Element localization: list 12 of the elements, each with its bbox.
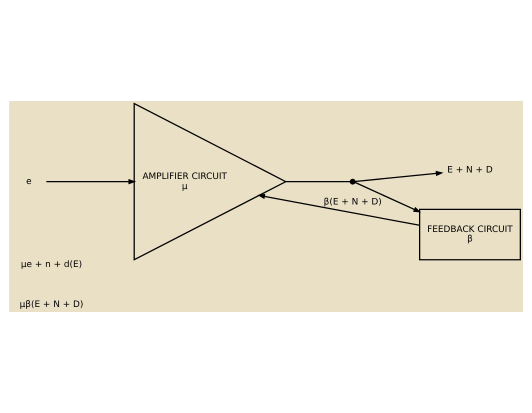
node-label: μe + n + d(E): [20, 260, 82, 270]
arrow: [354, 182, 422, 213]
arrow: [355, 170, 444, 182]
node-label: μβ(E + N + D): [20, 300, 84, 310]
connector: [286, 181, 350, 182]
edge-label: β(E + N + D): [324, 198, 382, 208]
arrow: [46, 178, 136, 184]
node-text: E + N + D: [447, 166, 493, 176]
node-box: FEEDBACK CIRCUIT β: [419, 208, 521, 260]
arrow: [257, 194, 420, 226]
node-circle: [350, 178, 356, 185]
node-text: e: [26, 177, 32, 187]
